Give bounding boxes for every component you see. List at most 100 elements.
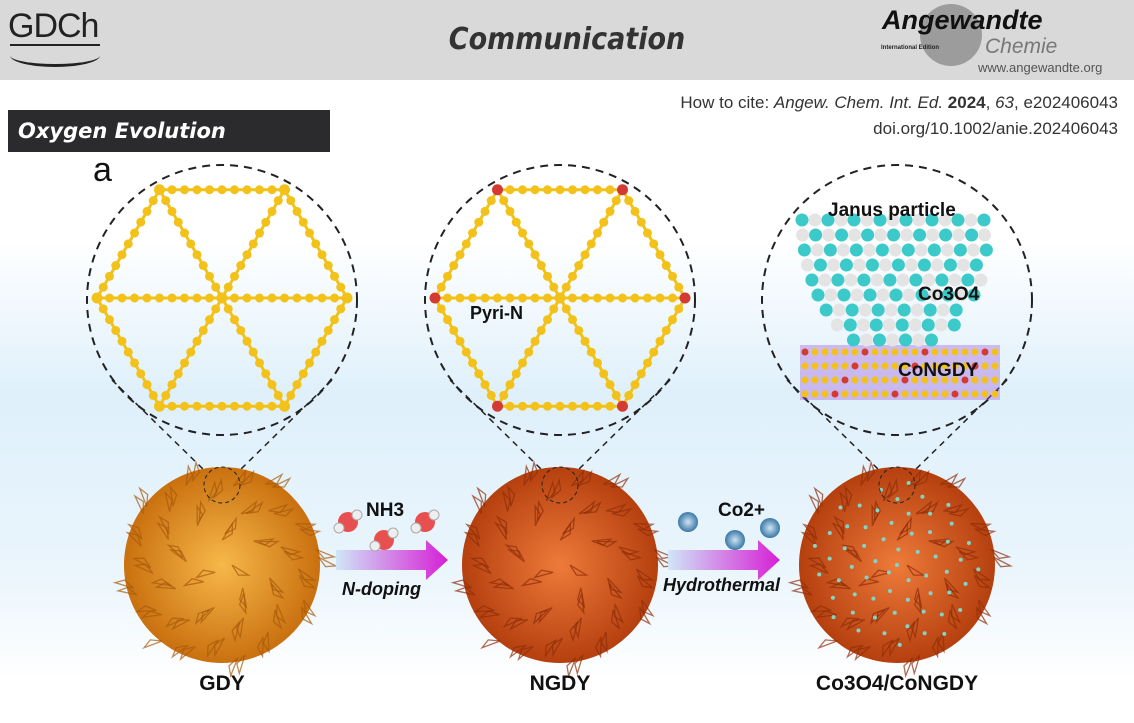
co3o4-atom bbox=[883, 273, 897, 287]
congdy-atom bbox=[831, 362, 839, 370]
carbon-atom bbox=[674, 304, 684, 314]
carbon-atom bbox=[624, 196, 634, 206]
carbon-atom bbox=[336, 282, 346, 292]
co3o4-atom bbox=[832, 303, 846, 317]
co3o4-atom bbox=[836, 243, 850, 257]
water-hydrogen bbox=[351, 509, 363, 521]
carbon-atom bbox=[593, 293, 602, 303]
nanosheet bbox=[538, 606, 553, 625]
nanosheet bbox=[635, 568, 655, 581]
carbon-atom bbox=[568, 315, 577, 325]
co3o4-atom bbox=[954, 288, 968, 302]
carbon-atom bbox=[136, 217, 146, 227]
carbon-atom bbox=[536, 325, 546, 335]
carbon-atom bbox=[511, 217, 521, 227]
carbon-atom bbox=[292, 380, 302, 390]
carbon-atom bbox=[305, 358, 314, 368]
carbon-atom bbox=[593, 401, 602, 411]
carbon-atom bbox=[668, 315, 677, 325]
co3o4-particle bbox=[915, 549, 920, 554]
carbon-atom bbox=[230, 185, 239, 195]
nanosheet bbox=[948, 507, 970, 517]
co3o4-atom bbox=[861, 228, 875, 242]
nanosheet bbox=[532, 569, 554, 579]
nanosheet bbox=[472, 605, 495, 613]
nanosheet bbox=[839, 617, 860, 628]
carbon-atom bbox=[480, 380, 490, 390]
carbon-atom bbox=[205, 271, 214, 281]
nanosheet bbox=[196, 504, 204, 526]
congdy-atom bbox=[871, 390, 879, 398]
carbon-atom bbox=[499, 390, 509, 400]
carbon-atom bbox=[186, 239, 196, 249]
co3o4-atom bbox=[934, 318, 948, 332]
co3o4-particle bbox=[946, 502, 951, 507]
co3o4-particle bbox=[849, 564, 854, 569]
carbon-atom bbox=[173, 217, 183, 227]
co3o4-particle bbox=[856, 628, 861, 633]
carbon-atom bbox=[242, 293, 252, 303]
nitrogen-atom bbox=[492, 400, 503, 412]
journal-header: GDCh Communication Angewandte Internatio… bbox=[0, 0, 1134, 80]
co3o4-particle bbox=[958, 608, 963, 613]
nanosheet bbox=[845, 619, 866, 631]
nanosheet bbox=[133, 563, 154, 575]
congdy-atom bbox=[821, 390, 829, 398]
nitrogen-atom bbox=[617, 400, 628, 412]
carbon-atom bbox=[205, 315, 214, 325]
carbon-atom bbox=[180, 185, 189, 195]
carbon-atom bbox=[217, 401, 227, 411]
carbon-atom bbox=[98, 304, 108, 314]
nanosheet bbox=[990, 548, 1012, 560]
carbon-atom bbox=[624, 390, 634, 400]
carbon-atom bbox=[480, 293, 490, 303]
congdy-atom bbox=[881, 390, 889, 398]
carbon-atom bbox=[123, 239, 133, 249]
co3o4-atom bbox=[872, 333, 886, 347]
carbon-atom bbox=[267, 185, 277, 195]
co3o4-atom bbox=[949, 303, 963, 317]
nanosheet bbox=[869, 569, 891, 579]
carbon-atom bbox=[524, 239, 534, 249]
co3o4-atom bbox=[856, 318, 870, 332]
co3o4-atom bbox=[947, 318, 961, 332]
nanosheet bbox=[947, 477, 967, 488]
co3o4-atom bbox=[811, 288, 825, 302]
co3o4-atom bbox=[847, 213, 861, 227]
congdy-atom bbox=[801, 376, 809, 384]
carbon-atom bbox=[292, 293, 302, 303]
carbon-atom bbox=[236, 261, 246, 271]
nanosheet bbox=[913, 593, 922, 615]
co3o4-atom bbox=[901, 243, 915, 257]
carbon-atom bbox=[605, 401, 615, 411]
cite-doi[interactable]: doi.org/10.1002/anie.202406043 bbox=[873, 119, 1118, 138]
journal-url[interactable]: www.angewandte.org bbox=[978, 60, 1103, 75]
nanosheet bbox=[112, 579, 134, 589]
carbon-atom bbox=[279, 400, 290, 412]
cobalt-ion bbox=[678, 512, 698, 532]
carbon-atom bbox=[649, 239, 659, 249]
co3o4-atom bbox=[824, 288, 838, 302]
panel-label: a bbox=[93, 151, 112, 189]
water-hydrogen bbox=[369, 540, 381, 552]
carbon-atom bbox=[273, 390, 283, 400]
co3o4-particle bbox=[817, 572, 822, 577]
nanosheet bbox=[866, 460, 876, 482]
nanosheet bbox=[133, 494, 144, 514]
co3o4-atom bbox=[810, 243, 824, 257]
carbon-atom bbox=[180, 228, 189, 238]
carbon-atom bbox=[618, 293, 627, 303]
nanosheet bbox=[910, 617, 920, 640]
co3o4-particle bbox=[920, 494, 925, 499]
carbon-atom bbox=[330, 271, 339, 281]
co3o4-atom bbox=[896, 273, 910, 287]
co3o4-particle bbox=[944, 569, 949, 574]
carbon-atom bbox=[279, 184, 290, 196]
nanosheet bbox=[610, 609, 621, 631]
reagent-nh3: NH3 bbox=[366, 500, 405, 521]
congdy-atom bbox=[971, 348, 979, 356]
congdy-atom bbox=[881, 362, 889, 370]
co3o4-atom bbox=[797, 243, 811, 257]
carbon-atom bbox=[180, 358, 189, 368]
carbon-atom bbox=[123, 347, 133, 357]
